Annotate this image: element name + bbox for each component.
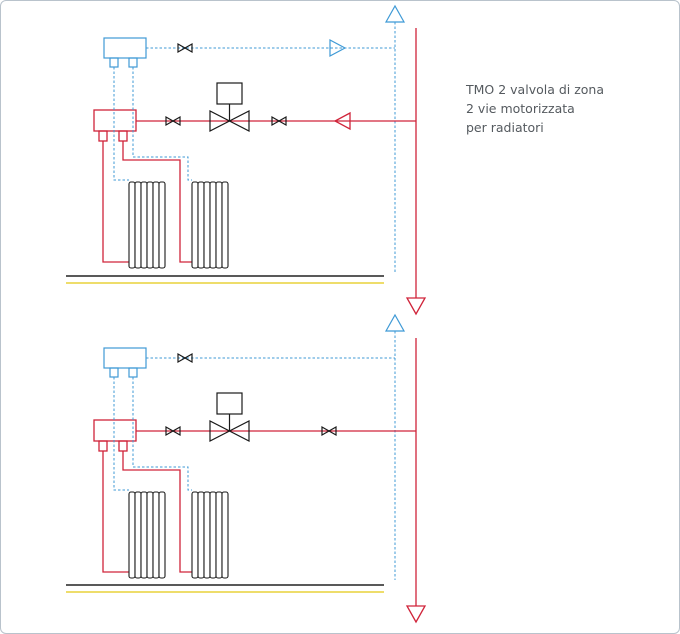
radiator xyxy=(128,491,166,579)
caption-line-2: 2 vie motorizzata xyxy=(466,101,575,116)
return-shutoff-valve xyxy=(177,352,193,364)
zone-valve-motorized xyxy=(209,82,250,132)
lower-floor xyxy=(66,347,416,593)
caption-line-1: TMO 2 valvola di zona xyxy=(466,82,605,97)
riser-supply xyxy=(405,28,427,624)
manifold-shutoff-valve xyxy=(165,115,181,127)
return-manifold xyxy=(103,347,147,369)
return-flow-arrow xyxy=(329,39,347,57)
upper-floor xyxy=(66,37,416,284)
radiator xyxy=(128,181,166,269)
caption-line-3: per radiatori xyxy=(466,120,544,135)
supply-shutoff-valve xyxy=(321,425,337,437)
return-manifold xyxy=(103,37,147,59)
diagram-caption: TMO 2 valvola di zona 2 vie motorizzata … xyxy=(466,80,656,137)
riser-return xyxy=(384,4,406,580)
supply-flow-arrow xyxy=(333,111,351,131)
zone-valve-motorized xyxy=(209,392,250,442)
floor-slab xyxy=(66,275,384,284)
floor-slab xyxy=(66,584,384,593)
return-shutoff-valve xyxy=(177,42,193,54)
supply-manifold xyxy=(93,109,137,132)
radiator xyxy=(191,181,229,269)
manifold-shutoff-valve xyxy=(165,425,181,437)
supply-shutoff-valve xyxy=(271,115,287,127)
supply-manifold xyxy=(93,419,137,442)
radiator xyxy=(191,491,229,579)
